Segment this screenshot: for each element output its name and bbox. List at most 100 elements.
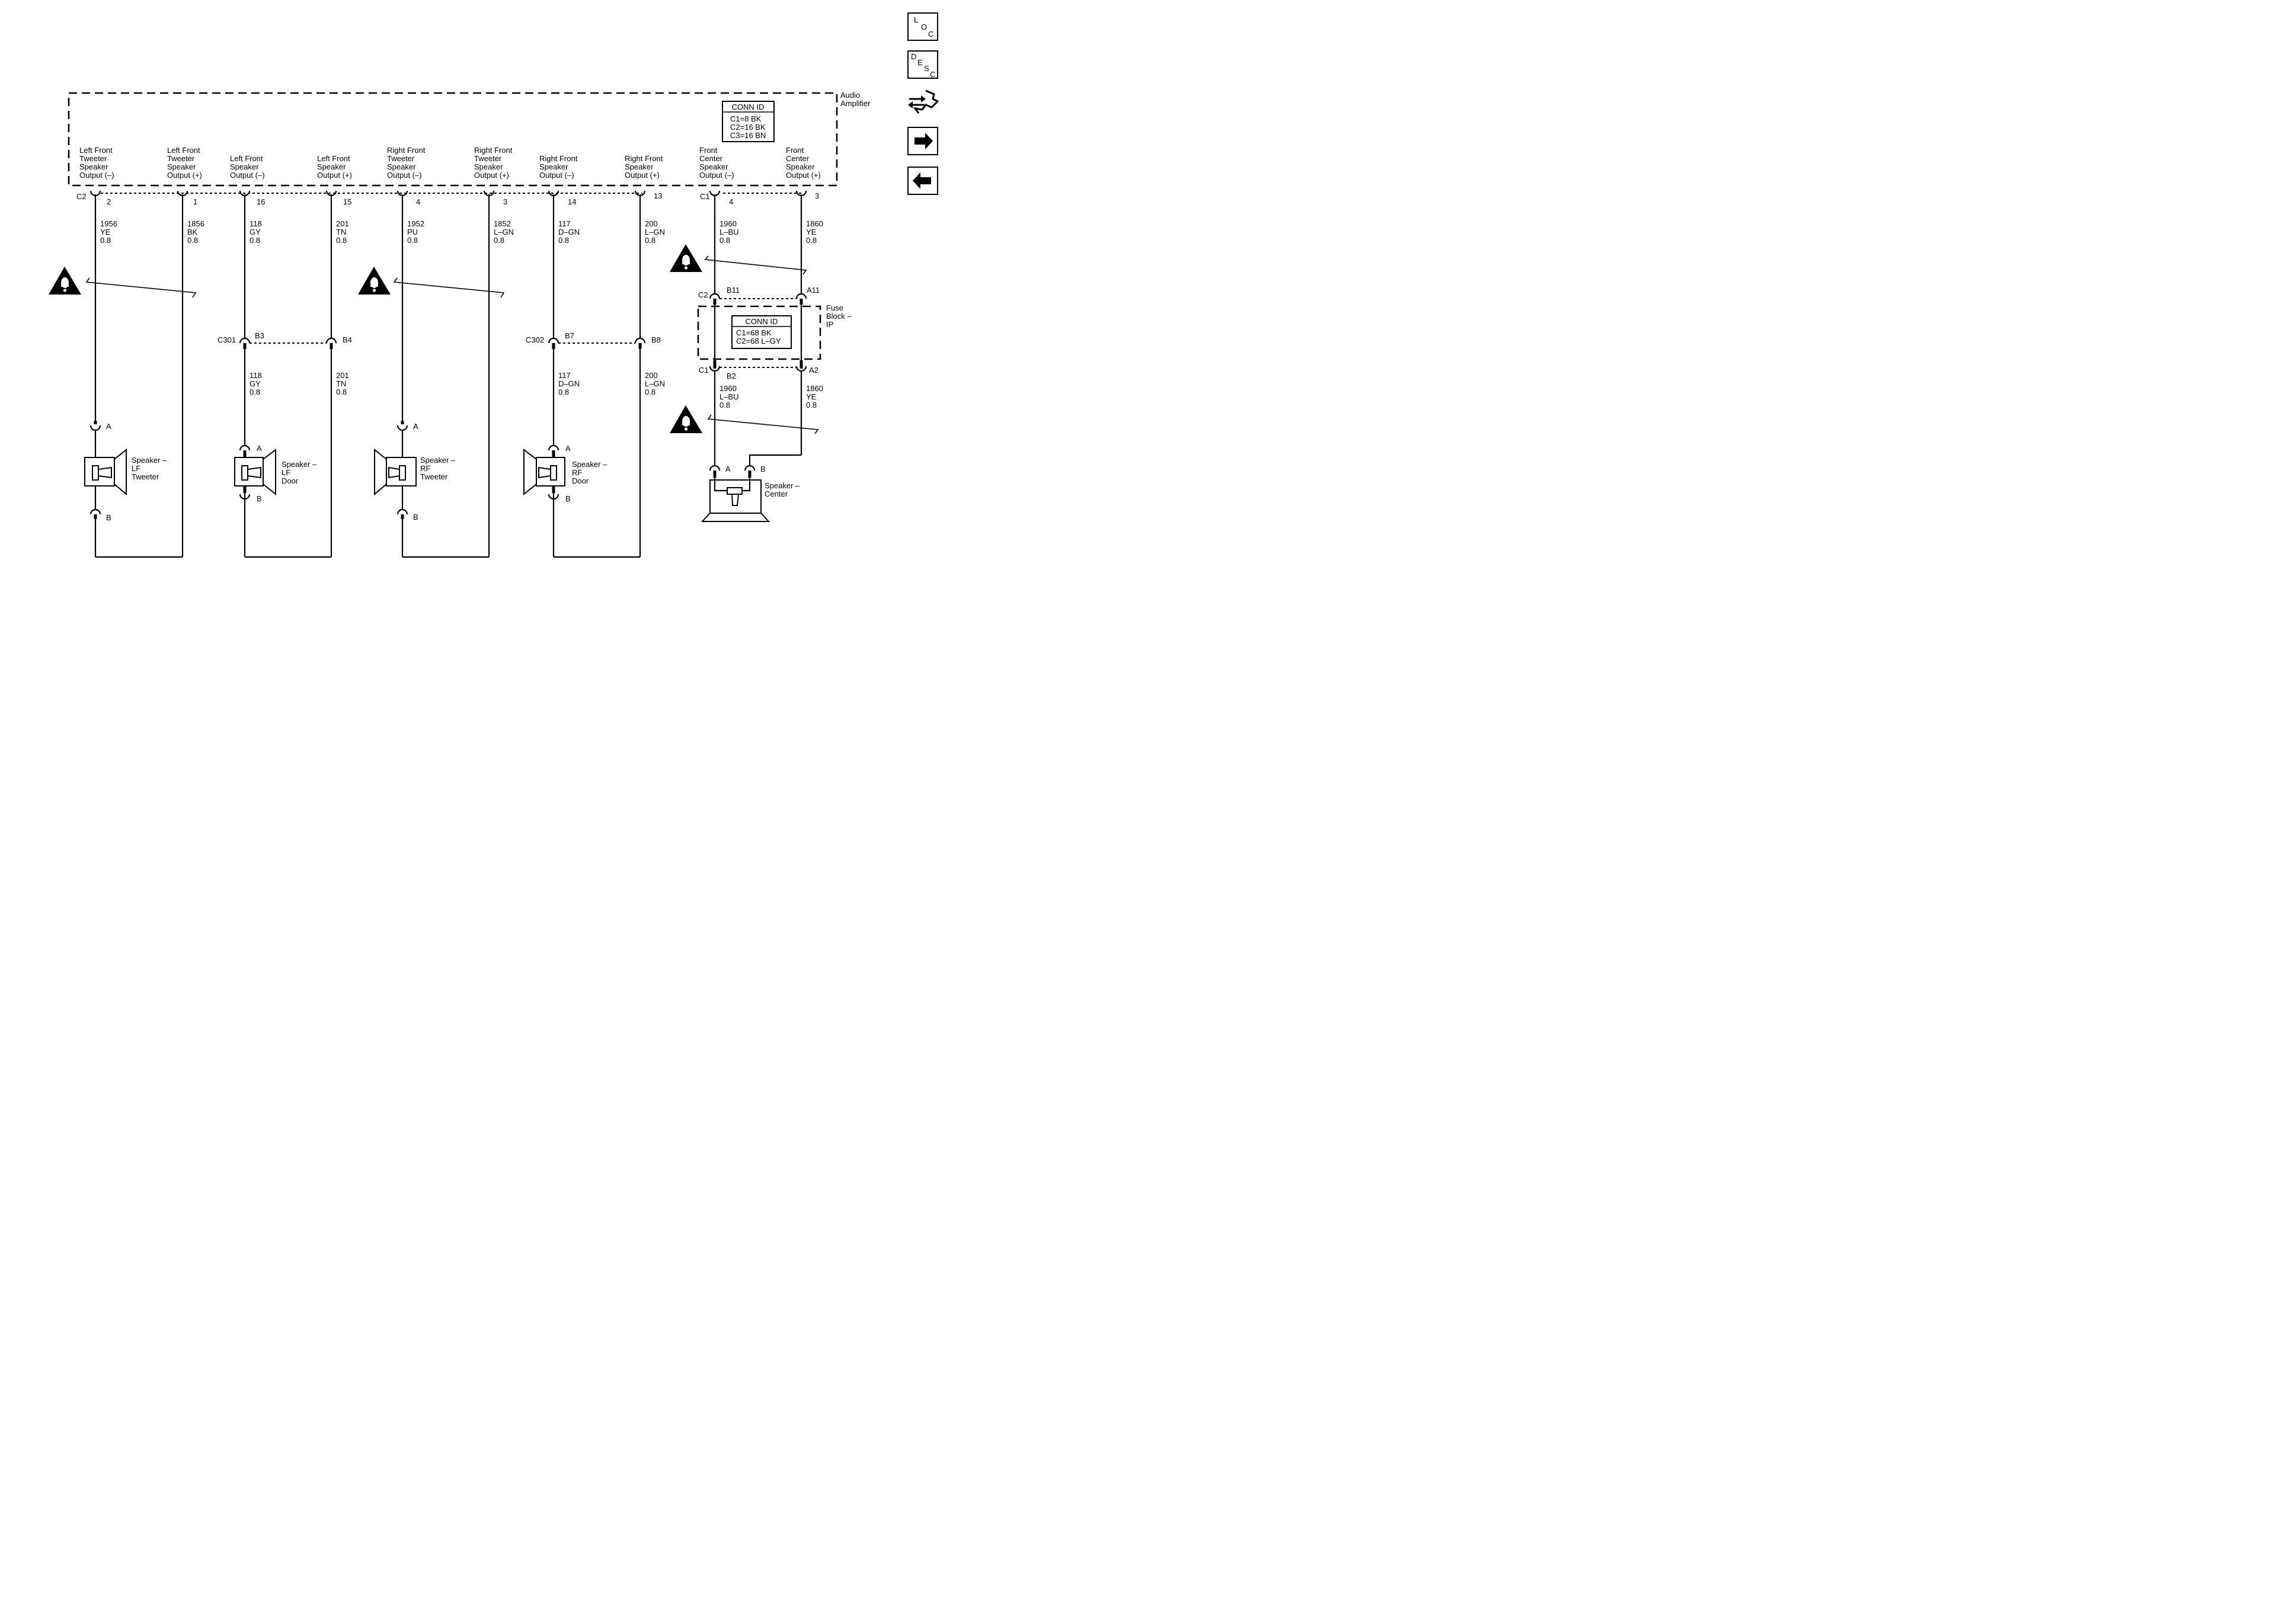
pin-label: 4 — [729, 197, 733, 206]
speaker-lf-door: A B Speaker – LF Door — [234, 444, 317, 503]
svg-text:1852: 1852 — [494, 219, 511, 228]
wires — [94, 199, 802, 558]
svg-text:Door: Door — [572, 476, 589, 485]
svg-text:201: 201 — [336, 371, 349, 380]
inline-connector-c302: C302 B7 B8 — [526, 331, 661, 349]
svg-text:Speaker: Speaker — [167, 162, 196, 171]
svg-text:PU: PU — [407, 228, 418, 236]
pin-label: B3 — [255, 331, 264, 340]
svg-text:1960: 1960 — [720, 384, 737, 393]
svg-text:Speaker: Speaker — [625, 162, 654, 171]
svg-text:Tweeter: Tweeter — [420, 472, 448, 481]
conn-id-line: C1=8 BK — [730, 114, 762, 123]
pin-label: B11 — [727, 286, 740, 295]
svg-text:S: S — [924, 64, 929, 73]
svg-text:L–BU: L–BU — [720, 392, 739, 401]
amplifier-terminals — [89, 190, 807, 199]
fuse-block-name-line3: IP — [826, 320, 833, 329]
svg-text:Speaker: Speaker — [474, 162, 503, 171]
pin-label: B — [413, 513, 418, 521]
twisted-pair-markers — [85, 255, 819, 434]
conn-id-line: C3=16 BN — [730, 131, 766, 140]
amplifier-outline — [68, 92, 838, 187]
pin-label: A — [106, 422, 111, 431]
svg-text:YE: YE — [806, 392, 817, 401]
svg-text:1856: 1856 — [187, 219, 204, 228]
pin-label: 16 — [257, 197, 265, 206]
svg-text:Output (+): Output (+) — [625, 171, 660, 180]
svg-text:0.8: 0.8 — [806, 236, 817, 245]
svg-text:L: L — [914, 15, 918, 24]
svg-text:Center: Center — [765, 489, 788, 498]
twisted-pair-line — [704, 255, 807, 275]
svg-text:Speaker: Speaker — [317, 162, 346, 171]
svg-text:L–GN: L–GN — [645, 379, 665, 388]
svg-text:118: 118 — [250, 219, 262, 228]
svg-text:Tweeter: Tweeter — [79, 154, 107, 163]
svg-text:Front: Front — [699, 146, 718, 155]
pin-label: A — [725, 465, 731, 473]
pin-label: 3 — [503, 197, 507, 206]
svg-text:Speaker: Speaker — [387, 162, 416, 171]
svg-text:LF: LF — [282, 468, 290, 477]
svg-text:Output (–): Output (–) — [699, 171, 734, 180]
svg-text:Center: Center — [786, 154, 810, 163]
svg-text:Output (–): Output (–) — [230, 171, 265, 180]
pin-label: B7 — [565, 331, 574, 340]
output-label-center-minus: Front Center Speaker Output (–) — [699, 146, 734, 180]
svg-text:Front: Front — [786, 146, 804, 155]
svg-text:YE: YE — [100, 228, 111, 236]
svg-text:C2=68 L–GY: C2=68 L–GY — [736, 337, 781, 345]
arrow-left-icon — [913, 172, 931, 189]
svg-text:0.8: 0.8 — [100, 236, 111, 245]
svg-text:Right Front: Right Front — [387, 146, 426, 155]
pin-label: B8 — [651, 335, 661, 344]
fuse-block-ip: Fuse Block – IP CONN ID C1=68 BK C2=68 L… — [697, 286, 852, 380]
connector-label: C2 — [698, 290, 708, 299]
svg-text:0.8: 0.8 — [407, 236, 418, 245]
svg-text:0.8: 0.8 — [558, 388, 569, 396]
output-label-rf-tweeter-plus: Right Front Tweeter Speaker Output (+) — [474, 146, 513, 180]
pin-label: 13 — [654, 191, 662, 200]
svg-text:GY: GY — [250, 379, 261, 388]
svg-text:Left Front: Left Front — [167, 146, 200, 155]
svg-text:CONN ID: CONN ID — [746, 317, 778, 326]
svg-text:0.8: 0.8 — [720, 401, 730, 409]
nav-forward-button[interactable] — [907, 127, 938, 155]
fuse-block-name-line1: Fuse — [826, 303, 843, 312]
svg-text:Right Front: Right Front — [474, 146, 513, 155]
svg-text:0.8: 0.8 — [558, 236, 569, 245]
svg-text:RF: RF — [420, 464, 430, 473]
output-label-lf-speaker-plus: Left Front Speaker Output (+) — [317, 154, 352, 180]
connector-c1-label: C1 — [700, 192, 710, 201]
svg-text:O: O — [921, 23, 927, 31]
svg-text:Speaker –: Speaker – — [282, 460, 317, 469]
caution-icons — [49, 244, 702, 433]
svg-text:Output (+): Output (+) — [317, 171, 352, 180]
svg-text:200: 200 — [645, 219, 658, 228]
harness-route-icon[interactable] — [908, 89, 939, 114]
connector-name: C301 — [218, 335, 236, 344]
svg-text:Speaker: Speaker — [539, 162, 568, 171]
svg-text:0.8: 0.8 — [645, 236, 655, 245]
nav-desc-button[interactable]: D E S C — [907, 50, 938, 79]
nav-loc-button[interactable]: L O C — [907, 12, 938, 41]
svg-text:E: E — [917, 58, 923, 67]
svg-text:L–GN: L–GN — [494, 228, 514, 236]
arrow-right-icon — [914, 133, 933, 149]
nav-back-button[interactable] — [907, 167, 938, 195]
audio-amplifier: Audio Amplifier CONN ID C1=8 BK C2=16 BK… — [68, 91, 871, 206]
pin-label: A11 — [807, 286, 820, 295]
output-label-lf-tweeter-plus: Left Front Tweeter Speaker Output (+) — [167, 146, 202, 180]
